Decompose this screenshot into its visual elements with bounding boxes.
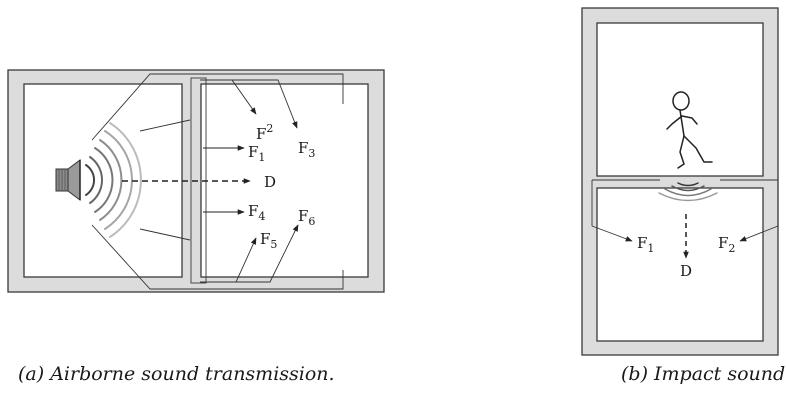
flanking-path-outline [91,73,344,141]
caption-b: (b) Impact sound. [621,363,786,385]
caption-a: (a) Airborne sound transmission. [18,363,335,385]
flank-arrow-f3 [232,79,298,129]
label-f4: F4 [248,202,265,223]
label-f3: F3 [298,139,315,160]
flank-arrow-b-f1 [591,225,633,242]
loudspeaker-icon [55,159,81,201]
airborne-diagram: F1 F2 F3 D F4 F5 F6 (a) Airborne sound t… [7,69,385,385]
impact-diagram: F1 F2 D (b) Impact sound. [581,7,786,385]
label-b-f2: F2 [718,234,735,255]
label-f5: F5 [260,230,277,251]
impact-waves [658,182,718,202]
floor-slab-outline [591,179,779,226]
label-b-f1: F1 [637,234,654,255]
walking-person-icon [666,91,713,169]
label-f2: F2 [256,122,273,143]
label-f1: F1 [248,143,265,164]
flank-arrow-b-f2 [739,225,779,242]
label-d-b: D [680,262,692,280]
flank-arrow-f6 [236,224,299,283]
lower-room [596,187,764,342]
receiving-room [200,83,369,278]
sound-waves [85,122,142,238]
label-f6: F6 [298,207,315,228]
flanking-path-outline [91,224,344,290]
label-d-a: D [264,173,276,191]
